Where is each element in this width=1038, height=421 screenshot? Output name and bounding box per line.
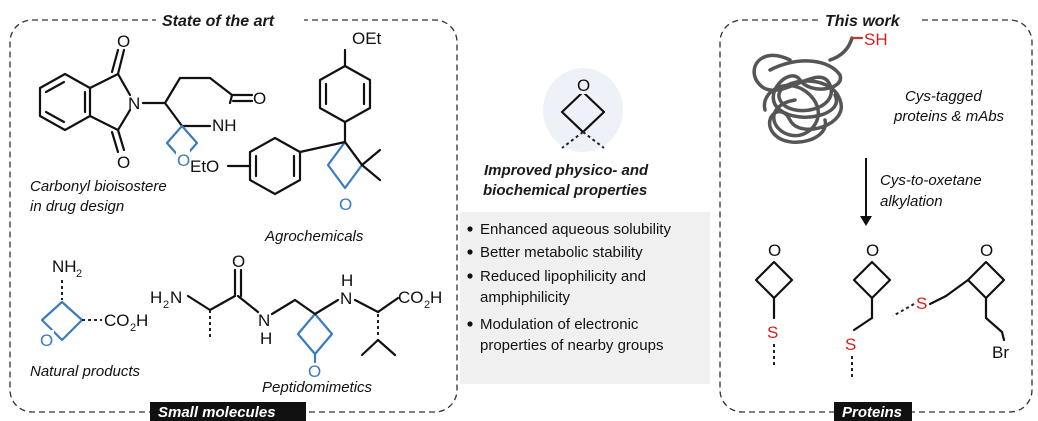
benefit-1: Enhanced aqueous solubility — [480, 221, 671, 238]
left-panel-border — [9, 19, 458, 413]
benefit-4: Modulation of electronic — [480, 316, 639, 333]
benefit-3: Reduced lipophilicity and — [480, 268, 646, 285]
center-title-line2: biochemical properties — [483, 182, 647, 199]
right-panel-footer: Proteins — [842, 404, 902, 421]
agro-eto-left: EtO — [190, 157, 219, 176]
np-acid-sub: 2 — [130, 322, 136, 334]
pep-h2n-sub: 2 — [163, 299, 169, 311]
right-panel-border — [719, 19, 1033, 413]
molecule-peptidomimetic: H 2 N O N H O N H CO 2 H — [150, 252, 442, 381]
lactam-nh: NH — [212, 116, 237, 135]
np-amine: NH — [52, 257, 77, 276]
benefit-2: Better metabolic stability — [480, 244, 643, 261]
left-header-bg — [156, 10, 304, 30]
left-footer-bg — [150, 402, 306, 421]
protein-caption-line2: proteins & mAbs — [893, 108, 1005, 125]
agro-oxetane-oxygen: O — [339, 195, 352, 214]
p1-sulfur: S — [767, 323, 778, 342]
pep-nh-n: N — [340, 289, 352, 308]
imide-oxygen-bottom: O — [117, 153, 130, 172]
caption-peptidomimetics: Peptidomimetics — [262, 379, 373, 396]
benefits-list: Enhanced aqueous solubility Better metab… — [467, 221, 671, 354]
arrow-caption-line1: Cys-to-oxetane — [880, 172, 982, 189]
np-oxetane-oxygen: O — [40, 331, 53, 350]
caption-natural-products: Natural products — [30, 363, 141, 380]
caption-carbonyl-line1: Carbonyl bioisostere — [30, 178, 167, 195]
imide-nitrogen: N — [128, 94, 140, 113]
arrow-caption-line2: alkylation — [880, 193, 943, 210]
pep-nh-h: H — [341, 271, 353, 290]
pep-amide-h: H — [260, 329, 272, 348]
right-panel: This work Proteins — [719, 10, 1033, 421]
left-panel-header: State of the art — [162, 13, 275, 30]
right-header-bg — [818, 10, 920, 30]
agro-oet-top: OEt — [352, 29, 382, 48]
pep-amide-oxygen: O — [232, 252, 245, 271]
left-panel: State of the art Small molecules — [9, 10, 458, 421]
pep-acid: CO — [398, 288, 424, 307]
reaction-arrow-head — [860, 216, 872, 226]
p3-bromine: Br — [992, 343, 1009, 362]
imide-oxygen-top: O — [117, 32, 130, 51]
benefits-box — [460, 212, 710, 384]
protein-coil-icon — [752, 36, 854, 144]
p2-sulfur: S — [845, 335, 856, 354]
center-oxetane: O — [543, 68, 623, 152]
molecule-carbonyl-bioisostere: O O N O NH O — [38, 32, 266, 172]
np-amine-sub: 2 — [76, 268, 82, 280]
product-oxetane-3: O S Br — [892, 240, 1009, 362]
pep-oxetane-oxygen: O — [308, 362, 321, 381]
pep-h2n-n: N — [170, 288, 182, 307]
np-acid-h: H — [136, 311, 148, 330]
pep-acid-sub: 2 — [424, 299, 430, 311]
p3-oxygen: O — [980, 241, 993, 260]
benefit-4-cont: properties of nearby groups — [480, 337, 663, 354]
protein-caption-line1: Cys-tagged — [905, 88, 982, 105]
p1-oxygen: O — [768, 241, 781, 260]
np-acid: CO — [104, 311, 130, 330]
molecule-agrochemical: OEt O EtO — [190, 29, 382, 214]
center-oxetane-oxygen: O — [577, 76, 590, 95]
right-panel-header: This work — [825, 13, 901, 30]
product-oxetane-2: O S — [845, 240, 892, 380]
pep-h2n: H — [150, 288, 162, 307]
caption-carbonyl-line2: in drug design — [30, 198, 124, 215]
center-title-line1: Improved physico- and — [484, 162, 649, 179]
molecule-natural-product: NH 2 O CO 2 H — [36, 257, 148, 350]
pep-amide-n: N — [258, 311, 270, 330]
p2-oxygen: O — [866, 241, 879, 260]
caption-agrochemicals: Agrochemicals — [264, 228, 364, 245]
pep-acid-h: H — [430, 288, 442, 307]
product-oxetane-1: O S — [754, 240, 794, 368]
lactam-oxygen: O — [253, 89, 266, 108]
thiol-label: SH — [864, 30, 888, 49]
left-panel-footer: Small molecules — [158, 404, 276, 421]
benefit-3-cont: amphiphilicity — [480, 289, 571, 306]
spiro-oxetane-oxygen: O — [177, 151, 190, 170]
right-footer-bg — [834, 402, 912, 421]
p3-sulfur: S — [916, 294, 927, 313]
